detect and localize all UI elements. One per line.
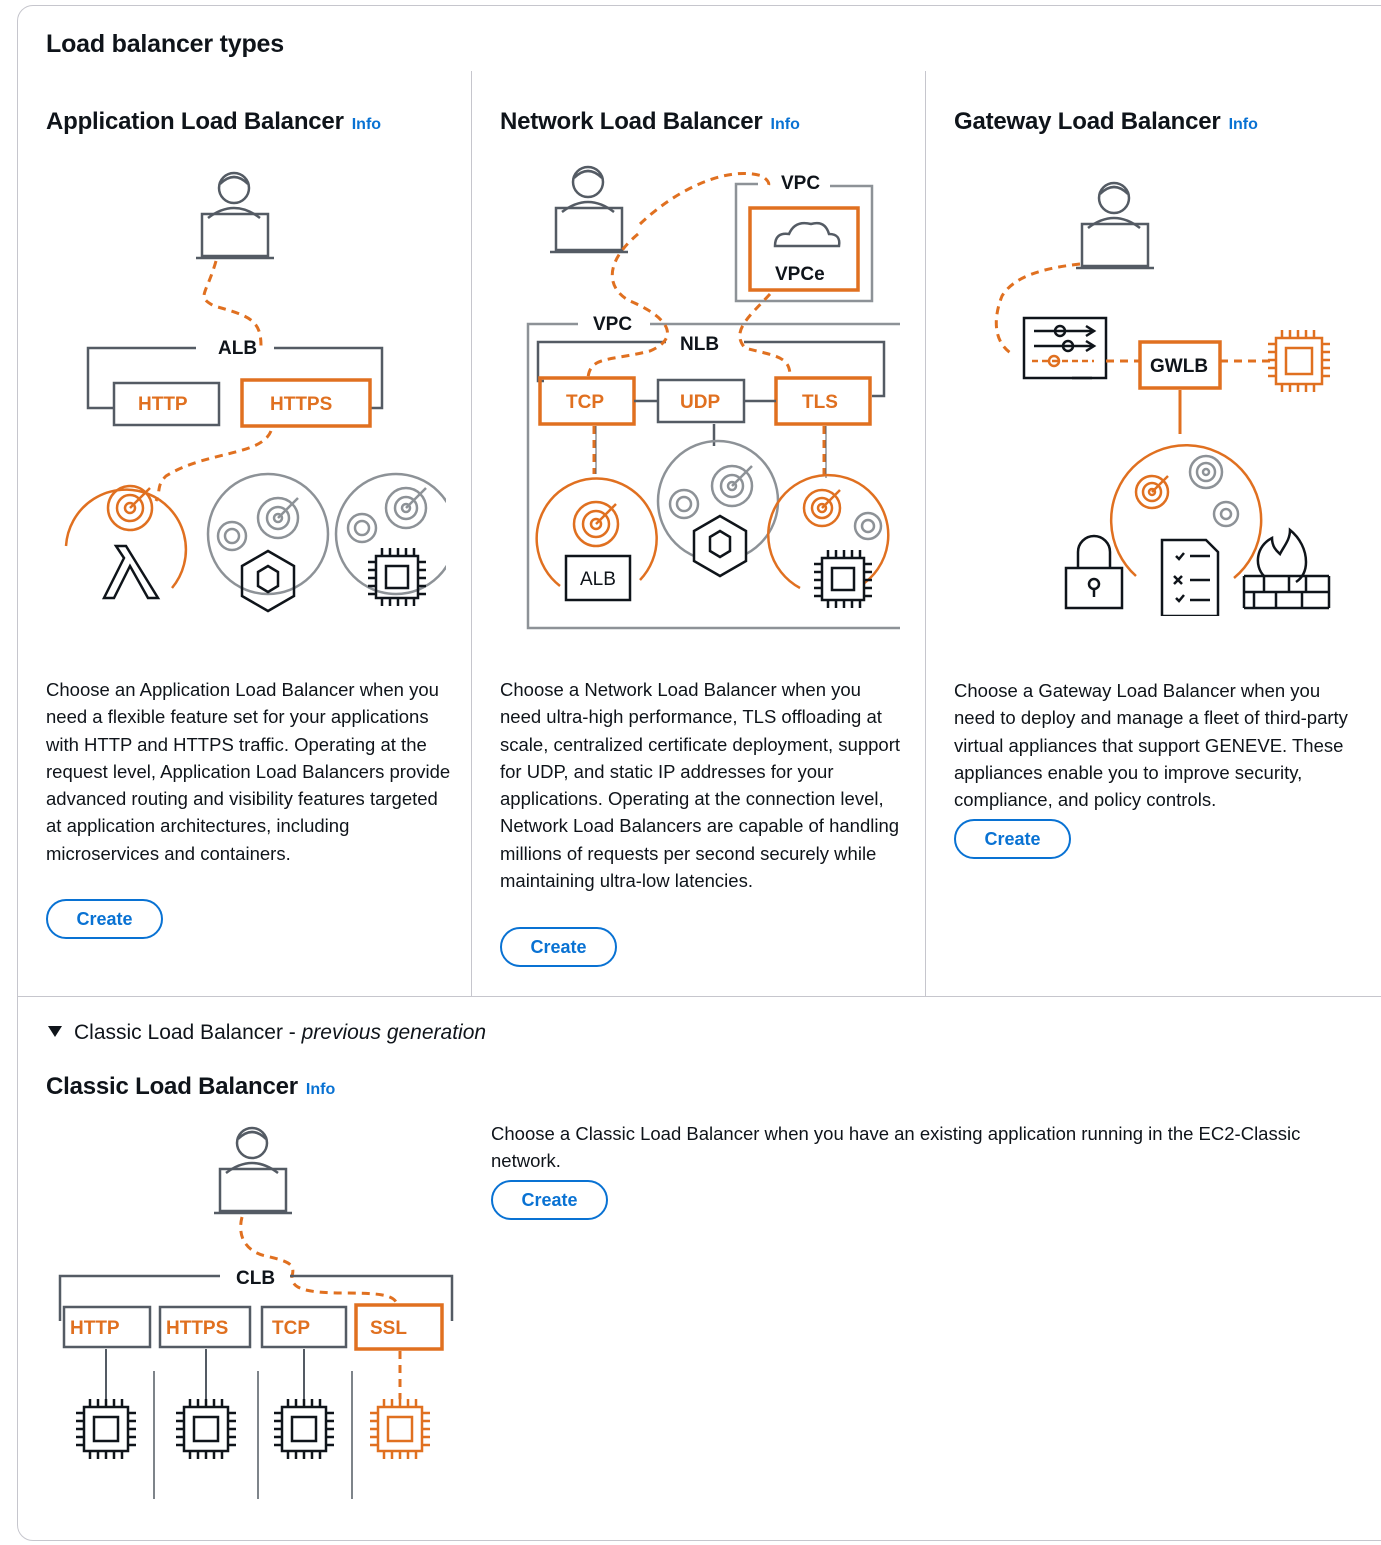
lock-icon [1064, 534, 1124, 610]
clb-label: CLB [236, 1268, 275, 1289]
nlb-info-link[interactable]: Info [770, 116, 800, 133]
alb-diagram: ALB HTTP HTTPS [64, 171, 446, 613]
clb-diagram: CLB HTTP HTTPS TCP SSL [58, 1126, 454, 1499]
alb-heading: Application Load Balancer Info [46, 108, 381, 136]
alb-title: Application Load Balancer [46, 108, 344, 135]
nlb-udp-label: UDP [680, 392, 720, 413]
alb-info-link[interactable]: Info [351, 116, 382, 133]
load-balancer-types-container: Load balancer types Application Load Bal… [17, 5, 1381, 1541]
appliance-icon [1022, 316, 1108, 380]
nlb-instance-target-icon [802, 488, 842, 528]
nlb-create-button[interactable]: Create [500, 927, 617, 967]
nlb-diagram: VPC VPCe VPC NLB TCP UDP TLS ALB [526, 165, 900, 630]
gwlb-label: GWLB [1150, 356, 1208, 377]
classic-info-link[interactable]: Info [305, 1081, 336, 1098]
gwlb-chip-icon [1268, 330, 1330, 392]
gwlb-info-link[interactable]: Info [1228, 116, 1258, 133]
vpce-box [748, 206, 860, 292]
ec2-chip-icon [368, 548, 426, 606]
nlb-vpc-label: VPC [593, 314, 632, 335]
gwlb-heading: Gateway Load Balancer Info [954, 108, 1258, 136]
nlb-ec2-chip-icon [814, 550, 872, 608]
section-divider [18, 996, 1381, 997]
nlb-vpc-top-label: VPC [781, 173, 820, 194]
clb-chip-icon [176, 1399, 236, 1459]
clb-ssl-label: SSL [370, 1318, 407, 1339]
caret-down-icon [48, 1025, 62, 1037]
gwlb-create-button[interactable]: Create [954, 819, 1071, 859]
column-divider [925, 71, 926, 996]
alb-create-button[interactable]: Create [46, 899, 163, 939]
firewall-icon [1242, 527, 1331, 610]
nlb-alb-target-icon [572, 500, 620, 548]
alb-https-label: HTTPS [270, 394, 332, 415]
classic-create-button[interactable]: Create [491, 1180, 608, 1220]
nlb-tcp-label: TCP [566, 392, 604, 413]
clb-ssl-chip-icon [370, 1399, 430, 1459]
clb-tcp-label: TCP [272, 1318, 310, 1339]
nlb-heading: Network Load Balancer Info [500, 108, 800, 136]
container-target-icon [206, 472, 330, 596]
nlb-tls-label: TLS [802, 392, 838, 413]
clb-chip-icon [274, 1399, 334, 1459]
gwlb-diagram: GWLB [994, 181, 1331, 616]
instance-target-icon [334, 472, 446, 596]
cloud-icon [773, 221, 841, 248]
gwlb-box [1138, 340, 1222, 390]
classic-expander-label: Classic Load Balancer - [74, 1021, 302, 1044]
compliance-checklist-icon [1160, 538, 1220, 616]
alb-description: Choose an Application Load Balancer when… [46, 679, 451, 864]
classic-heading: Classic Load Balancer Info [46, 1073, 335, 1101]
nlb-alb-label: ALB [580, 569, 616, 590]
nlb-label: NLB [680, 334, 719, 355]
classic-description: Choose a Classic Load Balancer when you … [491, 1123, 1301, 1172]
gwlb-description: Choose a Gateway Load Balancer when you … [954, 680, 1348, 811]
nlb-description: Choose a Network Load Balancer when you … [500, 679, 901, 892]
page-title: Load balancer types [46, 30, 284, 58]
clb-http-label: HTTP [70, 1318, 120, 1339]
gwlb-title: Gateway Load Balancer [954, 108, 1221, 135]
nlb-title: Network Load Balancer [500, 108, 763, 135]
classic-title: Classic Load Balancer [46, 1073, 298, 1100]
clb-ssl-box [354, 1303, 444, 1351]
lambda-target-icon [64, 484, 188, 600]
classic-expander[interactable]: Classic Load Balancer - previous generat… [48, 1021, 486, 1045]
alb-http-label: HTTP [138, 394, 188, 415]
clb-chip-icon [76, 1399, 136, 1459]
vpce-label: VPCe [775, 264, 825, 285]
alb-https-box [240, 378, 372, 428]
clb-https-label: HTTPS [166, 1318, 228, 1339]
alb-label: ALB [218, 338, 257, 359]
column-divider [471, 71, 472, 996]
classic-expander-italic: previous generation [301, 1021, 487, 1044]
